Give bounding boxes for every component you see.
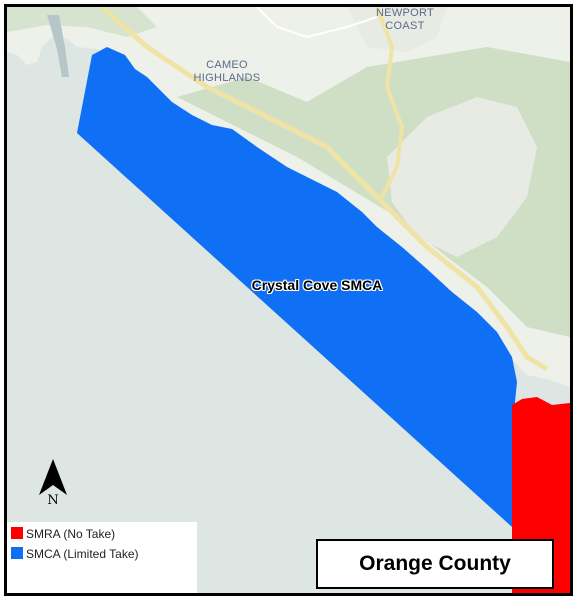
legend-label: SMCA (Limited Take) (26, 547, 139, 561)
coast-highway (100, 7, 549, 372)
legend-swatch-smca (11, 547, 23, 559)
place-label-line: NEWPORT (375, 7, 435, 19)
map-frame: NEWPORT COAST CAMEO HIGHLANDS Crystal Co… (4, 4, 573, 596)
place-label-line: CAMEO (206, 59, 248, 71)
north-arrow: N (33, 457, 73, 508)
road (256, 7, 378, 39)
north-letter: N (47, 493, 59, 508)
place-label-line: HIGHLANDS (193, 72, 261, 84)
map-canvas[interactable] (7, 7, 570, 593)
place-label-cameo-highlands: CAMEO HIGHLANDS (182, 59, 272, 85)
legend-item-smra: SMRA (No Take) (11, 526, 191, 542)
residential-area (387, 97, 537, 257)
smca-zone[interactable] (77, 47, 517, 527)
legend-swatch-smra (11, 527, 23, 539)
vegetation-patch (7, 7, 157, 37)
legend-item-smca: SMCA (Limited Take) (11, 546, 141, 562)
legend-label: SMRA (No Take) (26, 527, 116, 541)
place-label-line: COAST (385, 20, 425, 32)
legend: SMRA (No Take) SMCA (Limited Take) (7, 522, 197, 593)
county-label: Orange County (316, 539, 554, 589)
place-label-newport-coast: NEWPORT COAST (365, 7, 445, 33)
road (375, 7, 405, 198)
zone-label-crystal-cove: Crystal Cove SMCA (251, 277, 383, 293)
north-arrow-icon (39, 459, 67, 495)
harbor-jetty (47, 15, 69, 77)
